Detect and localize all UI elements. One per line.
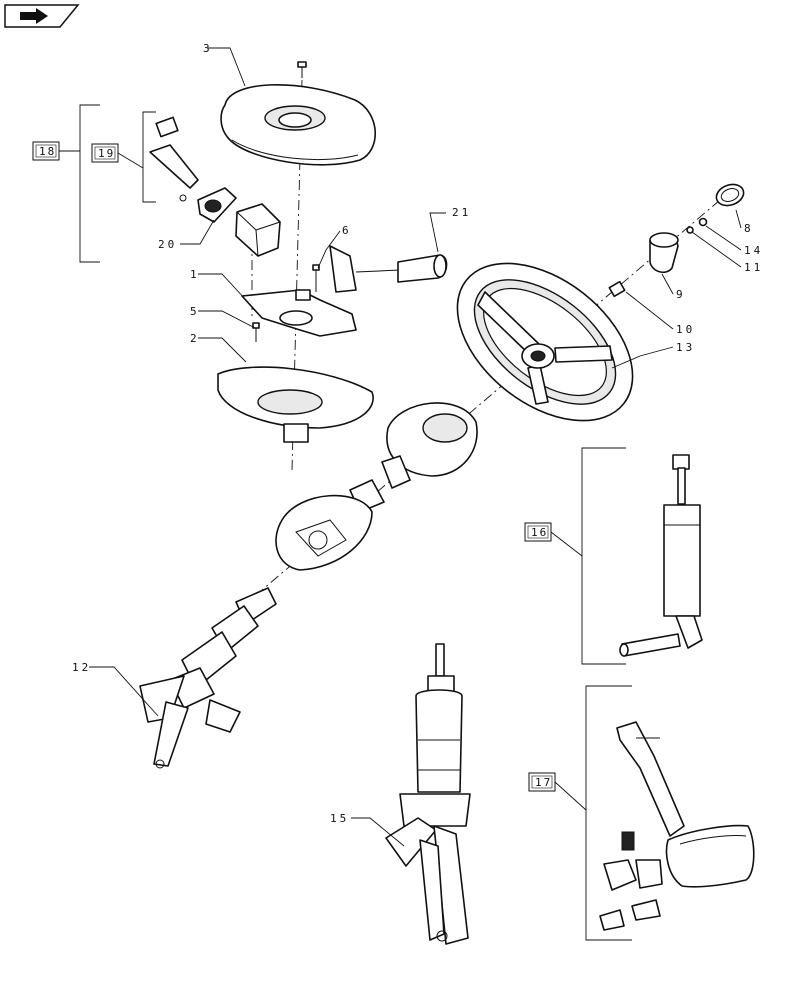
part-steering-column-assembly: [139, 587, 277, 769]
callout-14: 14: [744, 244, 763, 257]
part-gas-strut: [619, 454, 703, 657]
part-pedal-pad: [665, 824, 755, 888]
callout-20: 20: [158, 238, 177, 251]
callout-13: 13: [676, 341, 695, 354]
part-washer: [698, 217, 708, 227]
callout-12: 12: [72, 661, 91, 674]
group-bracket-17: [585, 685, 632, 941]
part-key-switch: [149, 116, 199, 202]
group-bracket-19: [142, 111, 156, 203]
boxed-callout-18: 18: [32, 141, 60, 161]
part-emblem-ring: [715, 183, 745, 207]
part-switch-module: [235, 203, 281, 257]
callout-15: 15: [330, 812, 349, 825]
part-mounting-bracket: [241, 289, 357, 337]
part-steering-column-alt: [385, 643, 471, 945]
part-steering-wheel: [456, 262, 634, 422]
part-upper-shroud: [220, 83, 376, 166]
part-spring: [621, 831, 635, 851]
part-pedal-lever: [616, 721, 685, 837]
part-blocks: [603, 859, 663, 891]
part-column-bracket: [275, 494, 373, 571]
part-turn-signal-lever: [329, 245, 448, 293]
svg-text:17: 17: [535, 776, 552, 789]
callout-5: 5: [190, 305, 200, 318]
svg-text:19: 19: [98, 147, 115, 160]
part-ignition-switch: [197, 187, 237, 223]
callout-21: 21: [452, 206, 471, 219]
part-lower-shroud: [217, 366, 374, 443]
arrow-forward-icon[interactable]: [4, 4, 80, 28]
group-bracket-18: [79, 104, 100, 263]
boxed-callout-16: 16: [524, 522, 552, 542]
part-screw-top: [297, 61, 307, 78]
boxed-callout-19: 19: [91, 143, 119, 163]
part-hub-nut: [608, 280, 626, 298]
part-fittings: [599, 899, 661, 931]
callout-8: 8: [744, 222, 754, 235]
callout-9: 9: [676, 288, 686, 301]
part-nut: [686, 226, 694, 234]
svg-text:16: 16: [531, 526, 548, 539]
boxed-callout-17: 17: [528, 772, 556, 792]
callout-10: 10: [676, 323, 695, 336]
callout-11: 11: [744, 261, 763, 274]
leader-lines: [59, 47, 742, 847]
part-hub-cover: [649, 232, 679, 274]
part-screw-5: [252, 322, 260, 342]
callout-6: 6: [342, 224, 352, 237]
callout-1: 1: [190, 268, 200, 281]
group-bracket-16: [581, 447, 626, 665]
svg-text:18: 18: [39, 145, 56, 158]
callout-3: 3: [203, 42, 213, 55]
part-screw-6: [312, 264, 320, 292]
callout-2: 2: [190, 332, 200, 345]
